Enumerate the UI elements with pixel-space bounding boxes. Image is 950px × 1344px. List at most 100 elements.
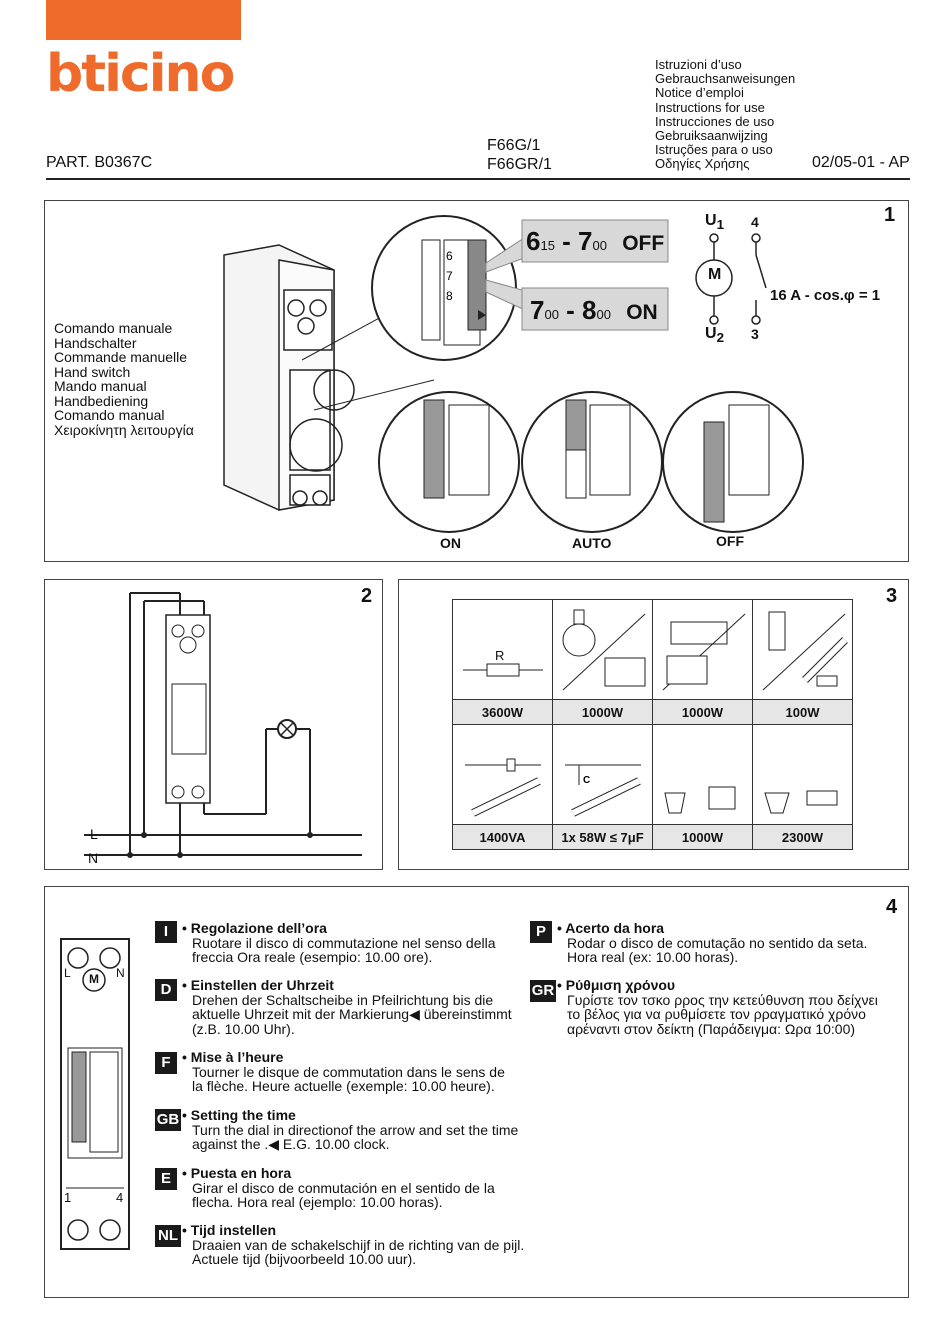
terminal-u1-sub: 1 <box>716 217 724 233</box>
motor-icon <box>666 655 708 685</box>
instruction-de: • Einstellen der Uhrzeit Drehen der Scha… <box>182 978 512 1036</box>
instruction-line: Hora real (ex: 10.00 horas). <box>567 949 739 965</box>
instruction-title: • Ρύθμιση χρόνου <box>557 977 676 993</box>
device-label-n: N <box>116 966 125 980</box>
instruction-title: • Acerto da hora <box>557 920 665 936</box>
document-date: 02/05-01 - AP <box>812 154 910 171</box>
instruction-gb: • Setting the time Turn the dial in dire… <box>182 1108 518 1152</box>
instruction-line: αρέναντι στον δείκτη (Παράδειγμα: Ωρα 10… <box>567 1020 856 1037</box>
language-badge: F <box>155 1052 177 1074</box>
panel-number: 2 <box>361 585 373 607</box>
language-badge: GR <box>530 980 556 1002</box>
brand-logo: bticino <box>46 44 235 104</box>
time-marker-icon <box>478 310 486 320</box>
instruction-line: Actuele tijd (bijvoorbeeld 10.00 uur). <box>192 1251 417 1267</box>
on-start-minutes: 00 <box>544 307 559 322</box>
dial-number: 7 <box>446 269 453 283</box>
model-item: F66GR/1 <box>487 156 552 173</box>
language-list: Istruzioni d’uso Gebrauchsanweisungen No… <box>655 57 796 172</box>
panel-number: 1 <box>884 204 896 226</box>
load-value: 100W <box>752 699 853 725</box>
language-item: Istruzioni d’uso <box>655 57 742 72</box>
instruction-pt: • Acerto da hora Rodar o disco de comuta… <box>557 921 867 965</box>
instruction-line: το βέλος για να ρυθμίσετε τον ρραγματικό… <box>567 1006 866 1022</box>
header-divider <box>46 178 910 180</box>
off-range-box <box>521 219 669 263</box>
terminal-4: 4 <box>751 214 759 230</box>
load-value: 1000W <box>552 699 653 725</box>
mode-label-off: OFF <box>716 533 744 549</box>
language-badge: P <box>530 921 552 943</box>
motor-symbol-label: M <box>708 266 722 283</box>
language-item: Notice d’emploi <box>655 85 744 101</box>
hand-switch-label: Comando manuale <box>54 320 173 336</box>
language-item: Gebrauchsanweisungen <box>655 71 796 87</box>
motor-contact-symbol <box>695 233 767 325</box>
load-cell-incandescent <box>552 599 653 700</box>
instruction-title: • Puesta en hora <box>182 1165 292 1181</box>
instruction-line: Γυρίστε τον τσκο ρρος την κετεύθυνση που… <box>567 991 878 1008</box>
compact-fluorescent-icon <box>768 611 786 651</box>
language-item: Gebruiksaanwijzing <box>655 128 768 144</box>
instruction-fr: • Mise à l’heure Tourner le disque de co… <box>182 1050 505 1094</box>
brand-color-bar <box>46 0 241 40</box>
line-label-l: L <box>90 826 98 842</box>
instruction-es: • Puesta en hora Girar el disco de conmu… <box>182 1166 495 1210</box>
language-badge: E <box>155 1168 177 1190</box>
model-item: F66G/1 <box>487 137 541 154</box>
panel-1 <box>44 200 909 562</box>
mode-label-on: ON <box>440 535 461 551</box>
halogen-lamp-icon <box>604 657 646 687</box>
hand-switch-label: Handschalter <box>54 334 137 351</box>
off-state-label: OFF <box>622 232 665 255</box>
language-item: Instructions for use <box>655 99 765 115</box>
capacitor-label: C <box>583 775 590 786</box>
instruction-line: Rodar o disco de comutação no sentido da… <box>567 934 868 951</box>
language-item: Οδηγίες Χρήσης <box>655 156 750 172</box>
on-state-label: ON <box>626 301 658 324</box>
device-label-m: M <box>89 972 99 986</box>
language-badge: NL <box>155 1225 181 1247</box>
instruction-title: • Mise à l’heure <box>182 1049 284 1065</box>
on-start-hour: 7 <box>530 295 545 325</box>
zoom-indicator-circle <box>289 418 343 472</box>
resistor-label: R <box>495 648 505 663</box>
load-cell-halogen-transformer <box>652 724 753 825</box>
load-cell-halogen-electronic <box>752 724 853 825</box>
load-table: 3600W 1000W 1000W 100W C 1400VA 1x 58W ≤… <box>452 599 853 850</box>
terminal-u1-letter: U <box>705 212 717 229</box>
range-separator: - <box>554 226 579 256</box>
off-start-minutes: 15 <box>540 238 555 253</box>
drill-icon <box>670 621 728 645</box>
timer-device-illustration <box>223 244 335 511</box>
off-range-text: 615 - 700 OFF <box>526 226 664 257</box>
terminal-u2-sub: 2 <box>716 330 724 346</box>
instruction-nl: • Tijd instellen Draaien van de schakels… <box>182 1223 524 1267</box>
load-cell-fluorescent <box>752 599 853 700</box>
hand-switch-labels: Comando manuale Handschalter Commande ma… <box>54 321 194 437</box>
terminal-3: 3 <box>751 326 759 342</box>
panel-number: 3 <box>886 585 898 607</box>
on-end-hour: 8 <box>582 295 597 325</box>
load-value: 1x 58W ≤ 7μF <box>552 824 653 850</box>
halogen-spot-icon <box>664 792 686 814</box>
electronic-transformer-icon <box>806 790 838 806</box>
load-value: 1000W <box>652 824 753 850</box>
zoom-indicator-circle <box>313 369 355 411</box>
hand-switch-label: Comando manual <box>54 407 165 423</box>
resistor-icon <box>486 663 520 677</box>
on-end-minutes: 00 <box>596 307 611 322</box>
instruction-line: Girar el disco de conmutación en el sent… <box>192 1179 495 1196</box>
panel-number: 4 <box>886 896 898 918</box>
instruction-title: • Setting the time <box>182 1107 296 1123</box>
terminal-u1: U1 <box>705 212 724 232</box>
hand-switch-label: Handbediening <box>54 392 149 409</box>
instruction-line: Tourner le disque de commutation dans le… <box>192 1063 505 1080</box>
instruction-line: freccia Ora reale (esempio: 10.00 ore). <box>192 949 433 965</box>
instruction-line: against the .◀ E.G. 10.00 clock. <box>192 1136 390 1152</box>
on-range-text: 700 - 800 ON <box>530 295 658 326</box>
range-separator: - <box>558 295 583 325</box>
instruction-title: • Einstellen der Uhrzeit <box>182 977 334 993</box>
language-badge: I <box>155 921 177 943</box>
instruction-gr: • Ρύθμιση χρόνου Γυρίστε τον τσκο ρρος τ… <box>557 978 878 1036</box>
